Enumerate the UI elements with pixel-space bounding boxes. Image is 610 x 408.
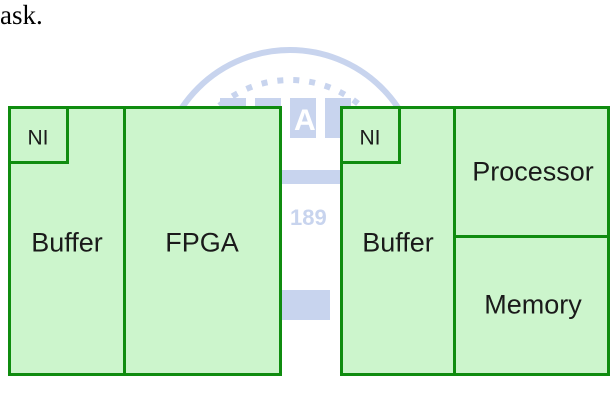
right-ni-label: NI — [359, 126, 381, 150]
fpga-label: FPGA — [165, 227, 239, 258]
right-ni-box — [340, 106, 401, 164]
caption-text: ask. — [0, 0, 43, 30]
processor-label: Processor — [472, 156, 594, 187]
memory-box — [453, 235, 610, 376]
left-buffer-label: Buffer — [31, 227, 103, 258]
left-ni-box — [8, 106, 69, 164]
left-ni-label: NI — [27, 126, 49, 150]
right-buffer-label: Buffer — [362, 227, 434, 258]
watermark-letter-a: A — [294, 104, 316, 137]
watermark-year: 189 — [290, 205, 327, 230]
memory-label: Memory — [484, 289, 582, 320]
